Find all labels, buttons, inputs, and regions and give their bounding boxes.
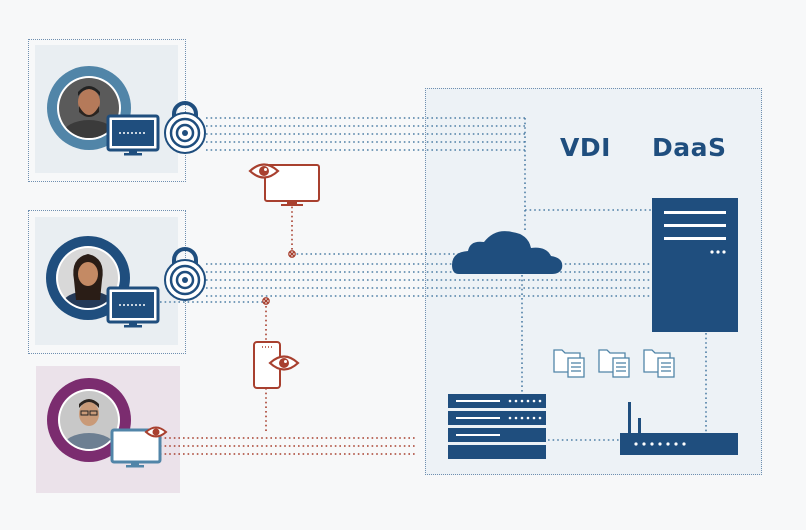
breach-marker-1 [288, 250, 296, 258]
insecure-connections [160, 202, 416, 455]
cloud-icon [452, 231, 563, 274]
user-1-monitor-icon [106, 114, 160, 156]
user-2-padlock-icon [164, 247, 206, 301]
vdi-label: VDI [560, 133, 611, 162]
threat-eye-icon-1 [248, 163, 280, 179]
server-tower-icon [652, 198, 738, 332]
breach-point-markers [262, 250, 296, 305]
user-3-avatar [47, 378, 131, 462]
threat-eye-icon-2 [268, 355, 300, 371]
user-2-avatar [46, 236, 130, 320]
user-1-frame [28, 39, 186, 182]
file-folder-icons [553, 349, 675, 378]
router-icon [620, 402, 738, 455]
file-folder-icon-3 [643, 349, 675, 378]
user-1-padlock-icon [164, 101, 206, 154]
breach-marker-2 [262, 297, 270, 305]
user-3-monitor-icon [110, 428, 162, 468]
user-2-monitor-icon [106, 286, 160, 328]
threat-monitor-icon [248, 163, 320, 206]
user-3-eye-icon [144, 426, 168, 438]
daas-label: DaaS [652, 133, 727, 162]
server-rack-icon [448, 394, 546, 459]
threat-phone-icon [253, 341, 300, 389]
file-folder-icon-1 [553, 349, 585, 378]
file-folder-icon-2 [598, 349, 630, 378]
secure-connections [160, 117, 707, 441]
